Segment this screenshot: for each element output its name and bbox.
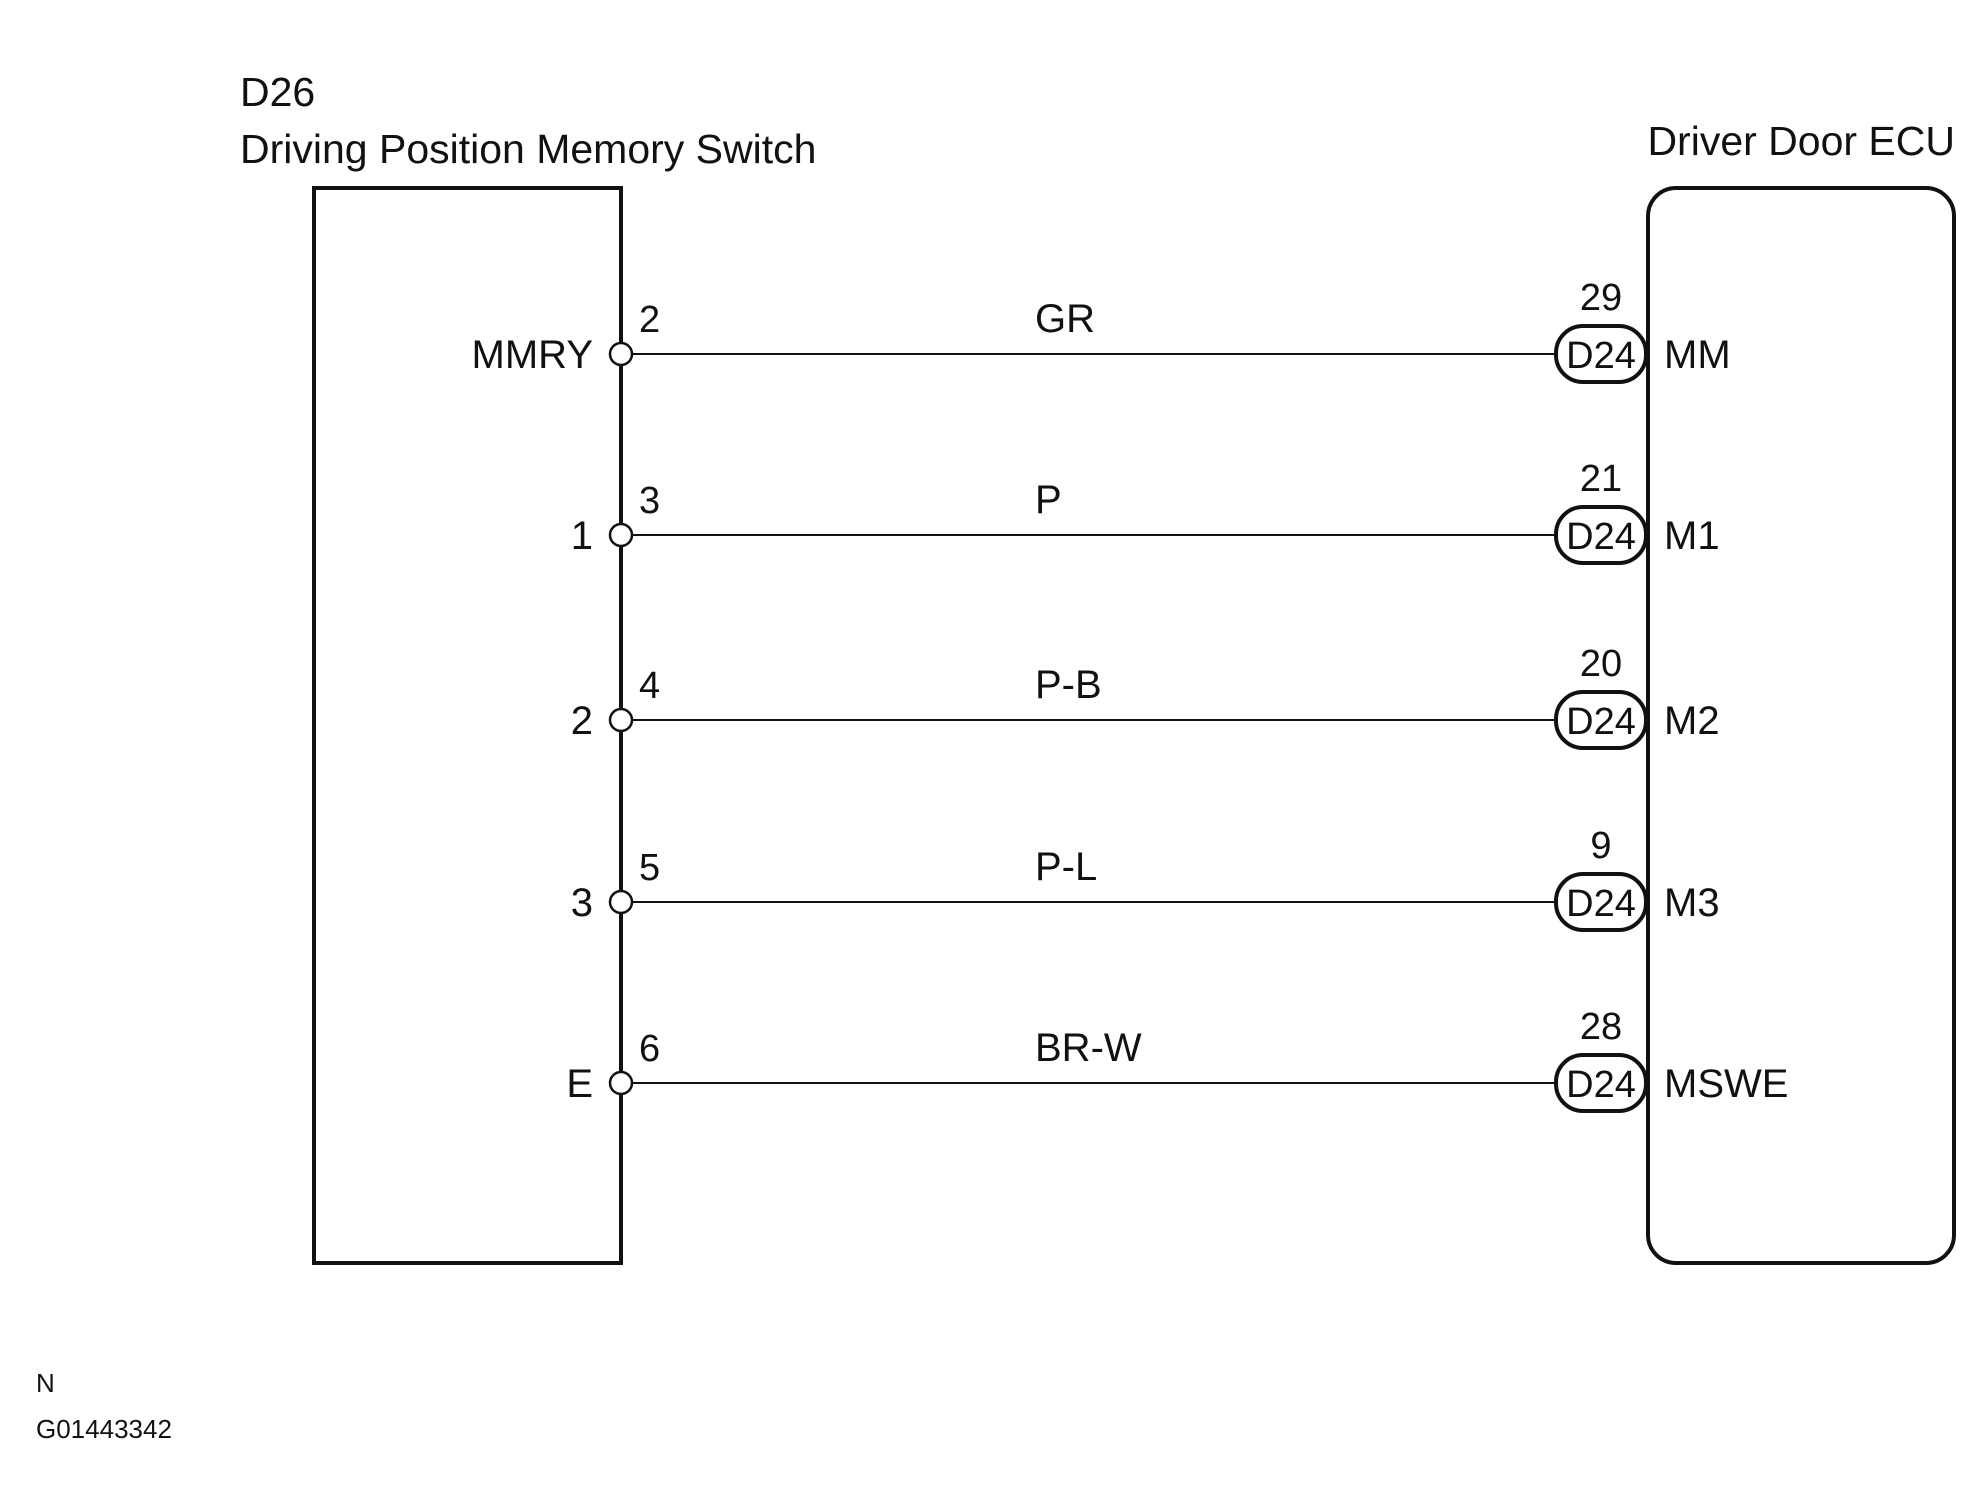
wire-color-label: BR-W: [1035, 1026, 1142, 1070]
switch-pin-number: 4: [639, 665, 660, 707]
switch-pin-number: 2: [639, 299, 660, 341]
driver-door-ecu-body: [1646, 186, 1956, 1265]
wire-color-label: GR: [1035, 297, 1095, 341]
switch-terminal-circle: [608, 707, 634, 733]
switch-terminal-name: MMRY: [472, 333, 593, 377]
switch-terminal-circle: [608, 1070, 634, 1096]
switch-terminal-circle: [608, 889, 634, 915]
switch-pin-number: 3: [639, 480, 660, 522]
ecu-terminal-name: M2: [1664, 699, 1720, 743]
wire-color-label: P: [1035, 478, 1062, 522]
connector-outline: [1554, 505, 1648, 565]
connector-outline: [1554, 690, 1648, 750]
ecu-pin-number: 29: [1580, 277, 1622, 319]
connector-outline: [1554, 872, 1648, 932]
switch-terminal-name: E: [566, 1062, 593, 1106]
switch-terminal-name: 1: [571, 514, 593, 558]
connector-code: D24: [1566, 1064, 1636, 1106]
connector-code: D24: [1566, 516, 1636, 558]
ecu-terminal-name: MSWE: [1664, 1062, 1788, 1106]
connector-code: D24: [1566, 883, 1636, 925]
ecu-title: Driver Door ECU: [1647, 118, 1955, 164]
ecu-pin-number: 9: [1590, 825, 1611, 867]
ecu-pin-number: 21: [1580, 458, 1622, 500]
switch-terminal-name: 2: [571, 699, 593, 743]
switch-pin-number: 5: [639, 847, 660, 889]
ecu-terminal-name: M1: [1664, 514, 1720, 558]
wire-color-label: P-B: [1035, 663, 1102, 707]
connector-outline: [1554, 324, 1648, 384]
connector-code: D24: [1566, 701, 1636, 743]
ecu-terminal-name: MM: [1664, 333, 1731, 377]
connector-outline: [1554, 1053, 1648, 1113]
wire-color-label: P-L: [1035, 845, 1097, 889]
ecu-pin-number: 28: [1580, 1006, 1622, 1048]
switch-title: Driving Position Memory Switch: [240, 126, 816, 172]
switch-pin-number: 6: [639, 1028, 660, 1070]
ecu-pin-number: 20: [1580, 643, 1622, 685]
connector-code: D24: [1566, 335, 1636, 377]
switch-code: D26: [240, 69, 315, 115]
figure-id: G01443342: [36, 1414, 172, 1444]
switch-terminal-name: 3: [571, 881, 593, 925]
footer-mark: N: [36, 1368, 55, 1398]
switch-terminal-circle: [608, 341, 634, 367]
ecu-terminal-name: M3: [1664, 881, 1720, 925]
switch-terminal-circle: [608, 522, 634, 548]
